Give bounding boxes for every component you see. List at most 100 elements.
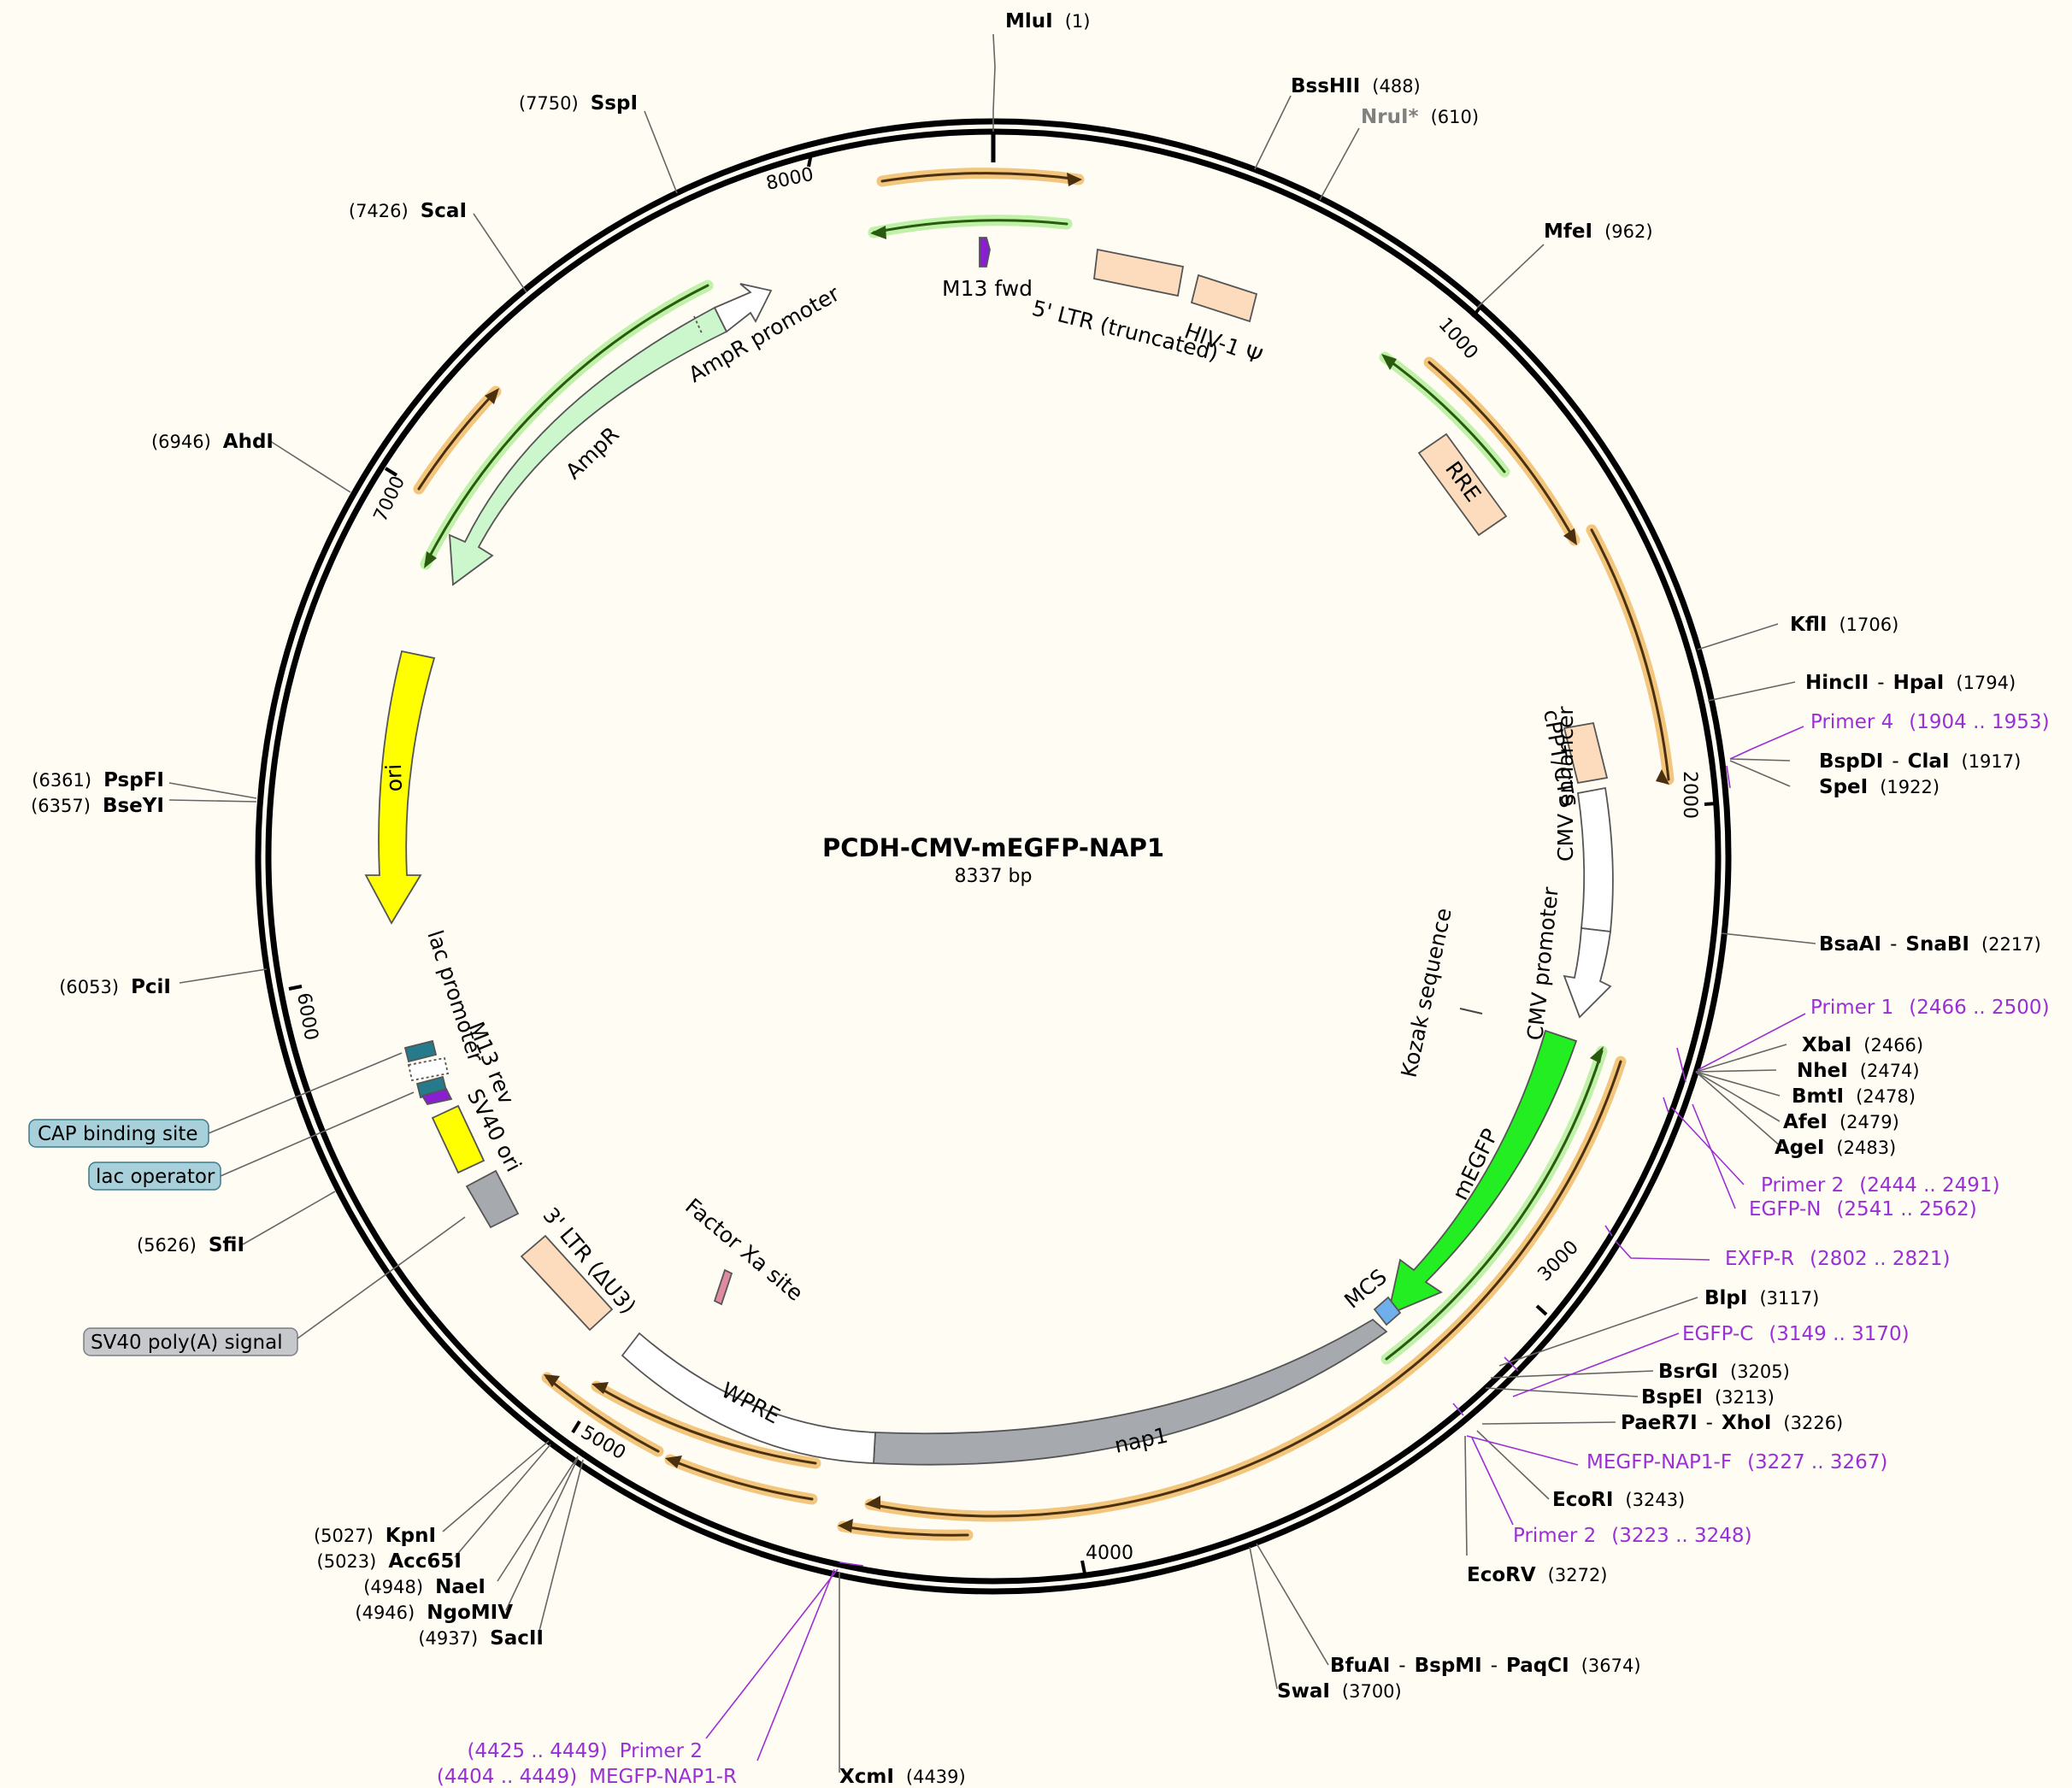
site-paer7i-xhoi: PaeR7I-XhoI(3226) xyxy=(1621,1412,1843,1434)
site-ecorv: EcoRV(3272) xyxy=(1467,1564,1608,1586)
primer-2-a: Primer 2(2444 .. 2491) xyxy=(1761,1174,2000,1197)
ampr-divider xyxy=(693,315,703,336)
site-blpi: BlpI(3117) xyxy=(1704,1287,1819,1309)
site-sacii: (4937)SacII xyxy=(418,1627,544,1650)
rre-box xyxy=(1417,432,1508,537)
label-kozak: Kozak sequence xyxy=(1397,906,1457,1079)
orf-arrow-egfp-inner xyxy=(1380,1045,1608,1365)
primer-1: Primer 1(2466 .. 2500) xyxy=(1810,997,2050,1019)
orf-arrow-left-outer xyxy=(413,385,502,495)
site-kfli: KflI(1706) xyxy=(1790,614,1898,636)
tick-4000 xyxy=(1080,1560,1086,1574)
hiv1-psi-box xyxy=(1190,273,1258,323)
orf-arrow-right-outer-b xyxy=(1586,524,1675,785)
orf-arrow-right-inner xyxy=(1379,351,1510,478)
tick-label-4000: 4000 xyxy=(1086,1543,1133,1564)
site-bsshii: BssHII(488) xyxy=(1291,75,1421,97)
ori-arrow xyxy=(364,650,436,925)
boxed-labels: CAP binding site lac operator SV40 poly(… xyxy=(28,1052,466,1356)
site-spei: SpeI(1922) xyxy=(1819,776,1940,798)
site-swai: SwaI(3700) xyxy=(1277,1680,1402,1703)
m13-rev-marker xyxy=(421,1087,453,1106)
factor-xa-marker xyxy=(713,1268,733,1306)
site-agei: AgeI(2483) xyxy=(1775,1137,1896,1159)
center-title: PCDH-CMV-mEGFP-NAP1 8337 bp xyxy=(822,833,1164,887)
sv40-polya-box xyxy=(465,1169,520,1229)
ltr3-box xyxy=(520,1234,614,1332)
orf-arrow-bottom-inner xyxy=(837,1519,974,1541)
ampr-promoter-arrow xyxy=(713,283,773,333)
site-pspfi: (6361)PspFI xyxy=(32,769,164,791)
site-naei: (4948)NaeI xyxy=(363,1576,486,1598)
site-ahdi: (6946)AhdI xyxy=(151,431,274,453)
orf-arrow-right-outer-a xyxy=(1423,356,1580,546)
orf-arrow-ampr-inner xyxy=(420,279,714,570)
site-xbai: XbaI(2466) xyxy=(1802,1034,1923,1056)
orf-arrows xyxy=(413,168,1675,1541)
sv40-ori-box xyxy=(431,1104,486,1174)
sv40-polya-badge-text: SV40 poly(A) signal xyxy=(91,1332,283,1354)
tick-1000 xyxy=(1471,303,1484,319)
site-bspei: BspEI(3213) xyxy=(1641,1386,1775,1409)
site-nrui: NruI*(610) xyxy=(1361,106,1479,128)
site-mfei: MfeI(962) xyxy=(1544,221,1653,243)
site-afei: AfeI(2479) xyxy=(1783,1111,1899,1133)
site-ngomiv: (4946)NgoMIV xyxy=(355,1602,513,1624)
cap-badge-text: CAP binding site xyxy=(38,1123,198,1145)
site-bfuai-bspmi-paqci: BfuAI-BspMI-PaqCI(3674) xyxy=(1330,1655,1641,1677)
primer-megfp-nap1-r: (4404 .. 4449)MEGFP-NAP1-R xyxy=(437,1766,737,1788)
site-acc65i: (5023)Acc65I xyxy=(317,1550,462,1573)
site-pcii: (6053)PciI xyxy=(59,976,171,998)
label-hiv1-psi: HIV-1 Ψ xyxy=(1181,318,1266,369)
tick-labels: 1000 2000 3000 4000 5000 6000 7000 8000 xyxy=(292,164,1700,1564)
primer-leaders xyxy=(705,726,1806,1762)
orf-arrow-bottom-outer-a xyxy=(664,1454,818,1505)
ltr5-box xyxy=(1093,248,1185,297)
primer-egfp-c: EGFP-C(3149 .. 3170) xyxy=(1682,1323,1910,1345)
ampr-arrow xyxy=(448,306,728,586)
features xyxy=(364,237,1614,1466)
site-bsrgi: BsrGI(3205) xyxy=(1658,1361,1790,1383)
lac-operator-badge-text: lac operator xyxy=(96,1166,215,1188)
cap-binding-box xyxy=(403,1039,438,1063)
site-kpni: (5027)KpnI xyxy=(314,1525,436,1547)
tick-marks xyxy=(288,132,1718,1574)
lac-promoter-arrow xyxy=(407,1056,450,1082)
site-nhei: NheI(2474) xyxy=(1797,1060,1920,1082)
site-sfii: (5626)SfiI xyxy=(137,1234,244,1256)
orf-arrow-long-outer xyxy=(864,1056,1627,1522)
primer-2-b: Primer 2(3223 .. 3248) xyxy=(1513,1525,1752,1547)
primer-labels: Primer 4(1904 .. 1953) Primer 1(2466 .. … xyxy=(437,711,2050,1788)
site-bspdi-clai: BspDI-ClaI(1917) xyxy=(1819,750,2021,773)
tick-2000 xyxy=(1704,802,1718,806)
wpre-segment xyxy=(621,1332,876,1464)
label-ori: ori xyxy=(381,763,407,792)
label-cmv-promoter: CMV promoter xyxy=(1522,885,1563,1042)
primer-exfp-r: EXFP-R(2802 .. 2821) xyxy=(1725,1248,1950,1270)
site-mlui: MluI(1) xyxy=(1005,10,1090,32)
orf-arrow-top-inner xyxy=(868,215,1073,239)
tick-label-3000: 3000 xyxy=(1534,1237,1583,1285)
site-bmti: BmtI(2478) xyxy=(1792,1085,1916,1108)
primer-2-c: (4425 .. 4449)Primer 2 xyxy=(467,1740,703,1762)
orf-arrow-bottom-outer-c xyxy=(541,1372,664,1457)
cppt-box xyxy=(1563,721,1609,785)
tick-8000 xyxy=(807,153,813,168)
label-cmv-enhancer: CMV enhancer xyxy=(1553,706,1578,862)
label-m13-fwd: M13 fwd xyxy=(942,276,1033,301)
cmv-promoter-arrow xyxy=(1563,926,1612,1019)
plasmid-size: 8337 bp xyxy=(955,866,1033,887)
primer-egfp-n: EGFP-N(2541 .. 2562) xyxy=(1749,1198,1977,1220)
tick-7000 xyxy=(384,467,398,477)
site-scai: (7426)ScaI xyxy=(349,200,467,222)
site-hincii-hpai: HincII-HpaI(1794) xyxy=(1805,672,2016,694)
site-bsaai-snabi: BsaAI-SnaBI(2217) xyxy=(1819,933,2041,956)
plasmid-name: PCDH-CMV-mEGFP-NAP1 xyxy=(822,833,1164,862)
site-xcmi: XcmI(4439) xyxy=(839,1766,966,1788)
tick-label-2000: 2000 xyxy=(1679,771,1700,819)
tick-5000 xyxy=(571,1420,581,1434)
primer-megfp-nap1-f: MEGFP-NAP1-F(3227 .. 3267) xyxy=(1586,1451,1887,1473)
primer-4: Primer 4(1904 .. 1953) xyxy=(1810,711,2050,733)
tick-label-1000: 1000 xyxy=(1434,314,1482,363)
